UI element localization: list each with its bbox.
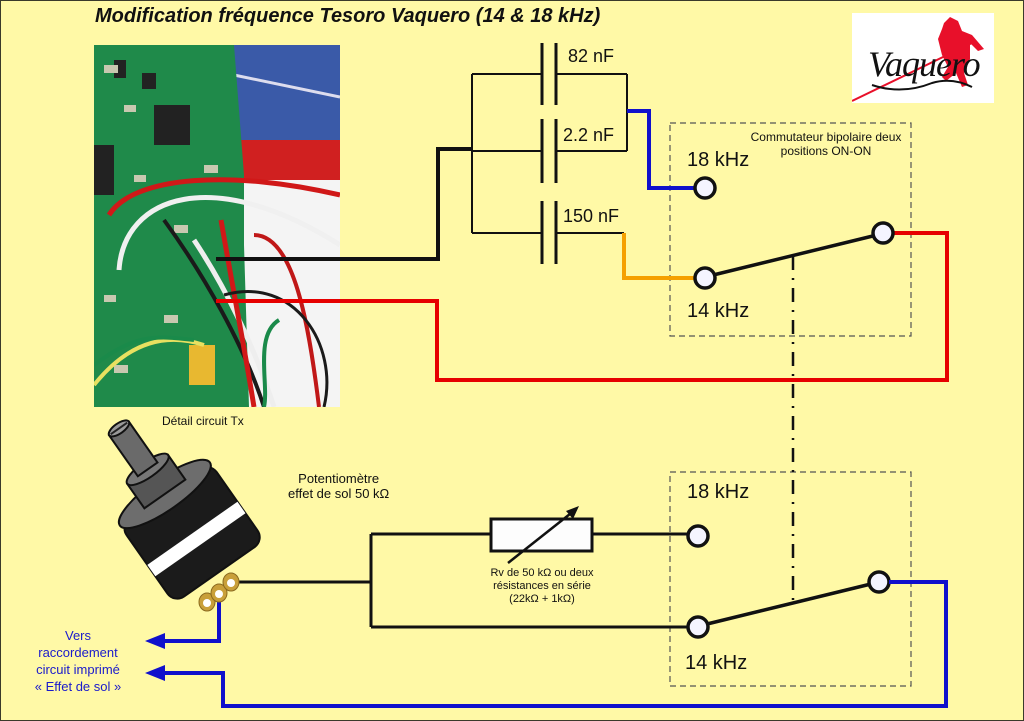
blue-wire-pot bbox=[161, 598, 221, 643]
connection-note-line1: Vers bbox=[64, 628, 91, 643]
capacitor-2-2nf bbox=[540, 119, 558, 183]
red-wire bbox=[216, 231, 949, 382]
resistor-label-line1: Rv de 50 kΩ ou deux bbox=[490, 567, 594, 579]
photo-caption: Détail circuit Tx bbox=[162, 414, 244, 428]
black-wire bbox=[216, 147, 472, 261]
capacitor-2-2nf-label: 2.2 nF bbox=[563, 125, 615, 145]
switch-top-18khz-label: 18 kHz bbox=[687, 149, 750, 171]
potentiometer-icon bbox=[107, 419, 261, 612]
variable-resistor-arrow bbox=[507, 509, 576, 564]
connection-note-line4: « Effet de sol » bbox=[34, 679, 122, 694]
resistor-label-line3: (22kΩ + 1kΩ) bbox=[509, 593, 575, 605]
resistor-label: Rv de 50 kΩ ou deux résistances en série… bbox=[479, 567, 605, 606]
arrow-left-icon bbox=[145, 665, 165, 681]
terminal-top-18khz bbox=[693, 176, 717, 200]
connection-note: Vers raccordement circuit imprimé « Effe… bbox=[23, 627, 133, 695]
switch-bottom-box bbox=[669, 471, 912, 687]
page-title: Modification fréquence Tesoro Vaquero (1… bbox=[95, 5, 601, 27]
capacitor-150nf bbox=[540, 201, 558, 264]
potentiometer-label-line1: Potentiomètre bbox=[298, 471, 380, 486]
terminal-top-common bbox=[871, 221, 895, 245]
connection-note-line2: raccordement bbox=[38, 645, 118, 660]
blue-wire-common bbox=[161, 580, 948, 708]
potentiometer-label-line2: effet de sol 50 kΩ bbox=[288, 486, 390, 501]
terminal-top-14khz bbox=[693, 266, 717, 290]
capacitor-82nf-label: 82 nF bbox=[568, 46, 615, 66]
switch-bottom-14khz-label: 14 kHz bbox=[685, 652, 748, 674]
resistor-network bbox=[233, 532, 687, 629]
switch-description-text: Commutateur bipolaire deux positions ON-… bbox=[750, 130, 902, 158]
potentiometer-label: Potentiomètre effet de sol 50 kΩ bbox=[288, 471, 389, 501]
circuit-board-image bbox=[94, 45, 340, 407]
logo-text: Vaquero bbox=[868, 44, 981, 84]
switch-top-14khz-label: 14 kHz bbox=[687, 300, 750, 322]
arrow-left-icon bbox=[145, 633, 165, 649]
switch-description: Commutateur bipolaire deux positions ON-… bbox=[737, 130, 915, 158]
switch-bottom-18khz-label: 18 kHz bbox=[687, 481, 750, 503]
connection-note-line3: circuit imprimé bbox=[36, 662, 120, 677]
switch-top-arm bbox=[704, 232, 882, 279]
switch-bottom-arm bbox=[702, 581, 876, 627]
resistor-label-line2: résistances en série bbox=[493, 580, 591, 592]
vaquero-logo: Vaquero bbox=[852, 13, 994, 103]
switch-top-box bbox=[669, 122, 912, 337]
terminal-bottom-common bbox=[867, 570, 891, 594]
horse-rider-icon bbox=[852, 17, 984, 102]
capacitor-150nf-label: 150 nF bbox=[563, 206, 620, 226]
terminal-bottom-18khz bbox=[686, 524, 710, 548]
blue-wire-18khz bbox=[627, 109, 701, 190]
orange-wire-14khz bbox=[622, 233, 701, 280]
capacitor-82nf bbox=[540, 43, 558, 105]
terminal-bottom-14khz bbox=[686, 615, 710, 639]
circuit-photo bbox=[94, 45, 340, 407]
